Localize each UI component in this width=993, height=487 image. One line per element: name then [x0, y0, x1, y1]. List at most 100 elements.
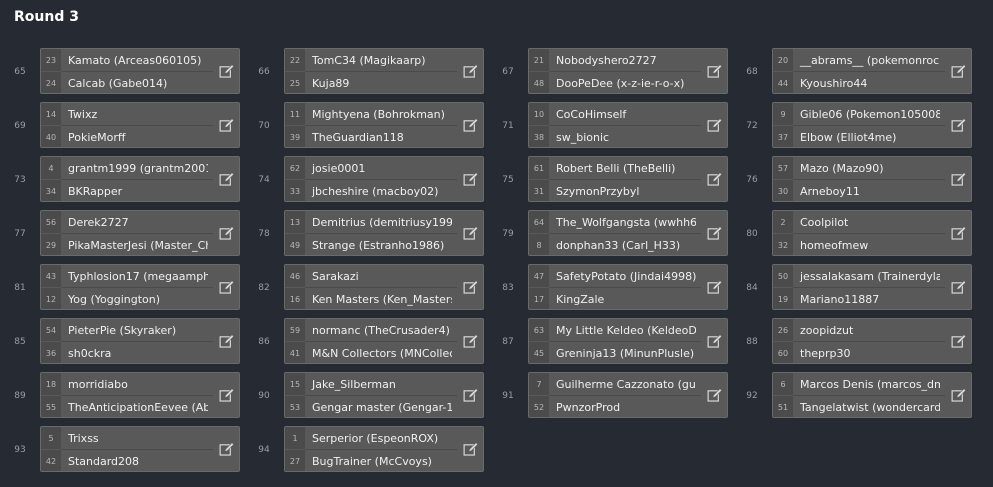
edit-match-icon[interactable] [213, 49, 239, 93]
edit-match-icon[interactable] [213, 265, 239, 309]
edit-match-icon[interactable] [457, 157, 483, 201]
edit-match-icon[interactable] [457, 319, 483, 363]
edit-match-icon[interactable] [945, 49, 971, 93]
edit-match-icon[interactable] [701, 103, 727, 147]
edit-match-icon[interactable] [213, 373, 239, 417]
edit-match-icon[interactable] [701, 211, 727, 255]
edit-match-icon[interactable] [213, 103, 239, 147]
edit-match-icon[interactable] [457, 427, 483, 471]
edit-match-icon[interactable] [945, 103, 971, 147]
edit-match-icon[interactable] [701, 265, 727, 309]
edit-match-icon[interactable] [457, 265, 483, 309]
edit-match-icon[interactable] [457, 49, 483, 93]
edit-match-icon[interactable] [457, 211, 483, 255]
edit-match-icon[interactable] [701, 157, 727, 201]
edit-match-icon[interactable] [945, 157, 971, 201]
edit-match-icon[interactable] [457, 103, 483, 147]
player-row[interactable]: 20__abrams__ (pokemonrock [773, 49, 971, 71]
edit-match-icon[interactable] [701, 319, 727, 363]
edit-match-icon[interactable] [945, 211, 971, 255]
edit-match-icon[interactable] [701, 49, 727, 93]
edit-match-icon[interactable] [213, 319, 239, 363]
edit-match-icon[interactable] [213, 157, 239, 201]
edit-match-icon[interactable] [945, 265, 971, 309]
edit-match-icon[interactable] [945, 373, 971, 417]
